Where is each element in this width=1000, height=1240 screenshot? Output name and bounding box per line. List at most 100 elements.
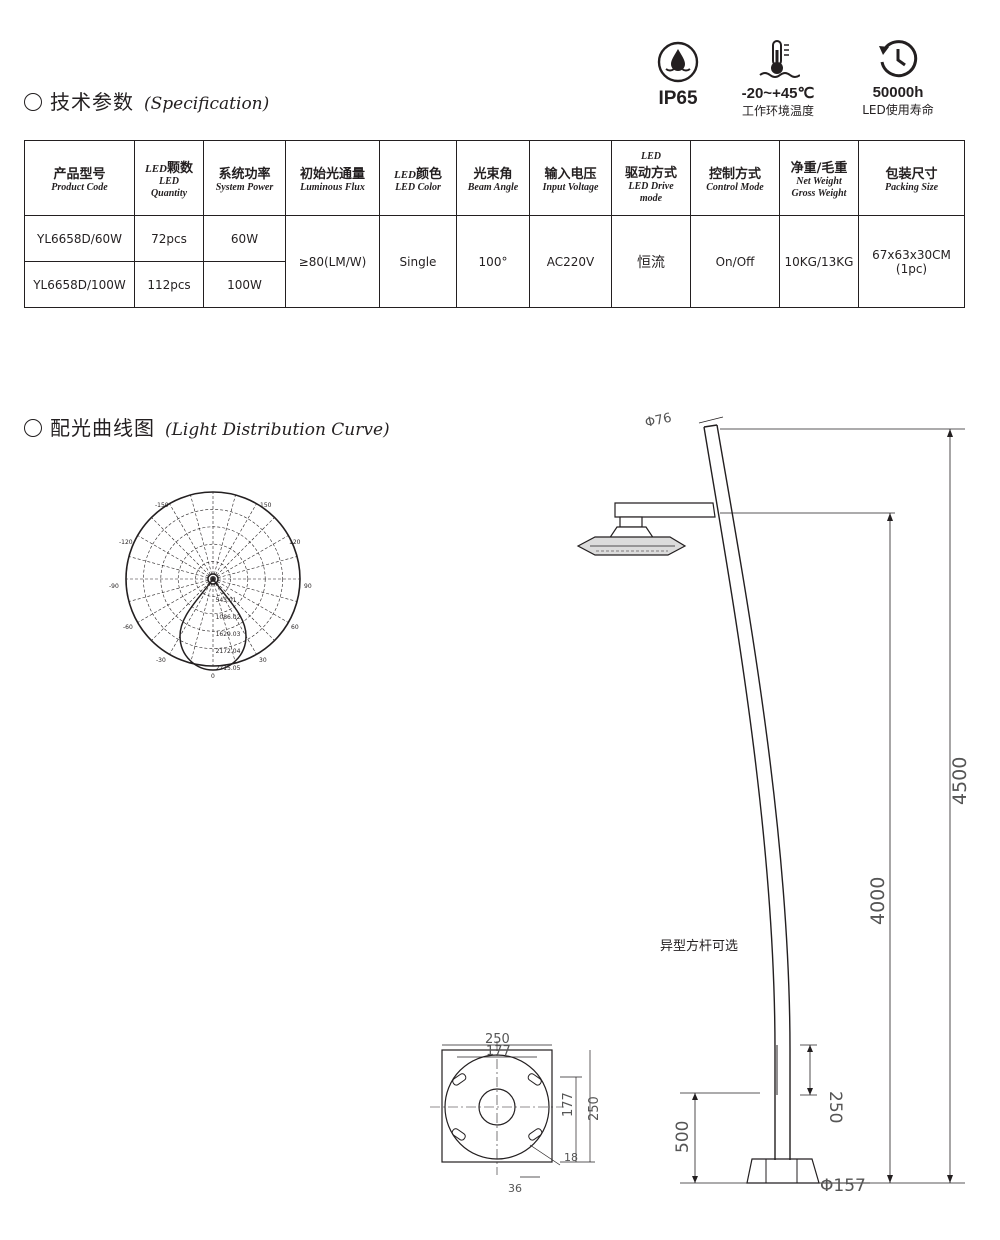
angle-label: 30 <box>259 657 267 664</box>
clock-icon <box>879 40 918 78</box>
lifespan-value: 50000h <box>872 84 924 101</box>
polar-grid-radial <box>137 578 214 623</box>
angle-label: -150 <box>155 502 169 509</box>
cell-code: YL6658D/100W <box>24 261 135 308</box>
angle-label: 150 <box>260 502 272 509</box>
cell-control: On/Off <box>690 215 780 308</box>
cell-packing: 67x63x30CM(1pc) <box>858 215 965 308</box>
polar-grid-radial <box>212 535 289 580</box>
door-height-label: 250 <box>825 1091 845 1123</box>
ring-value-label: 2172.04 <box>216 648 241 655</box>
ring-value-label: 543.01 <box>216 597 237 604</box>
polar-grid-radial <box>212 578 257 655</box>
angle-label: -120 <box>119 539 133 546</box>
cell-qty: 112pcs <box>134 261 204 308</box>
lifespan-badge: 50000h LED使用寿命 <box>846 38 950 118</box>
lamp-arm <box>614 502 716 518</box>
total-height-label: 4500 <box>949 757 971 805</box>
bullet-circle-icon <box>24 93 42 111</box>
base-diameter-label: Φ157 <box>820 1176 866 1196</box>
flange-height-label: 250 <box>587 1096 602 1121</box>
thermometer-icon <box>759 40 801 78</box>
packing-count-text: (1pc) <box>895 261 928 276</box>
table-row: YL6658D/60W 72pcs 60W ≥80(LM/W) Single 1… <box>24 215 965 308</box>
angle-label: 90 <box>304 583 312 590</box>
polar-grid-radial <box>151 578 214 641</box>
pole-right-edge <box>716 424 791 1160</box>
cell-code: YL6658D/60W <box>24 215 135 262</box>
spec-section-title: 技术参数(Specification) <box>24 86 269 115</box>
base-flange-plan <box>430 1041 595 1178</box>
flange-width-label: 250 <box>485 1032 510 1047</box>
cell-beam: 100° <box>456 215 530 308</box>
polar-outer-circle <box>125 491 301 667</box>
lifespan-label: LED使用寿命 <box>862 103 934 117</box>
angle-label: 120 <box>289 539 301 546</box>
polar-grid-radial <box>212 494 236 580</box>
polar-grid-radial <box>212 503 257 580</box>
polar-grid-radial <box>128 578 214 602</box>
lamp-head <box>576 516 687 556</box>
flange-hole-spacing-label: 177 <box>486 1044 511 1059</box>
polar-grid-radial <box>212 578 289 623</box>
intensity-curve <box>179 577 247 671</box>
polar-grid-radial <box>212 578 298 602</box>
pole-height-label: 4000 <box>867 877 889 925</box>
ring-value-label: 1629.03 <box>216 631 241 638</box>
polar-grid-ring <box>143 509 283 649</box>
slot-length-label: 36 <box>508 1182 522 1195</box>
polar-center-mark <box>207 573 219 585</box>
angle-label: -60 <box>123 624 133 631</box>
waterproof-drop-icon <box>657 41 699 83</box>
curve-title-cn: 配光曲线图 <box>50 416 155 440</box>
cell-voltage: AC220V <box>529 215 612 308</box>
polar-grid-ring <box>177 543 249 615</box>
ip-rating-badge: IP65 <box>640 40 716 110</box>
polar-grid-radial <box>190 578 214 664</box>
spec-title-en: (Specification) <box>144 94 270 114</box>
angle-label: 0 <box>211 673 215 680</box>
table-row: YL6658D/100W 112pcs 100W <box>24 261 965 308</box>
packing-size-text: 67x63x30CM <box>872 247 951 262</box>
ring-value-label: 2715.05 <box>216 665 241 672</box>
base-height-label: 500 <box>673 1121 693 1153</box>
polar-grid-radial <box>169 578 214 655</box>
polar-grid-radial <box>212 578 275 641</box>
cell-weight: 10KG/13KG <box>779 215 859 308</box>
light-curve-section-title: 配光曲线图 (Light Distribution Curve) <box>24 412 390 441</box>
polar-grid-radial <box>212 556 298 580</box>
polar-grid-radial <box>190 494 214 580</box>
flange-hole-vertical-label: 177 <box>561 1092 576 1117</box>
pole-left-edge <box>703 426 776 1160</box>
optional-pole-note: 异型方杆可选 <box>660 938 738 954</box>
polar-grid-radial <box>212 578 236 664</box>
cell-drive: 恒流 <box>611 215 691 308</box>
cell-qty: 72pcs <box>134 215 204 262</box>
ring-value-label: 1086.02 <box>216 614 241 621</box>
polar-grid-radial <box>151 517 214 580</box>
polar-grid-radial <box>128 556 214 580</box>
curve-title-en: (Light Distribution Curve) <box>165 420 390 440</box>
polar-grid-radial <box>212 517 275 580</box>
pole-technical-drawing: Φ76 4500 4000 250 500 Φ157 250 177 177 2… <box>430 411 971 1196</box>
temperature-range: -20~+45℃ <box>741 85 815 102</box>
temperature-badge: -20~+45℃ 工作环境温度 <box>728 38 828 119</box>
cell-color: Single <box>379 215 457 308</box>
top-diameter-label: Φ76 <box>644 411 673 431</box>
cell-power: 60W <box>203 215 286 262</box>
cell-flux: ≥80(LM/W) <box>285 215 380 308</box>
pole-base <box>746 1158 820 1184</box>
ip-rating-label: IP65 <box>658 88 698 109</box>
